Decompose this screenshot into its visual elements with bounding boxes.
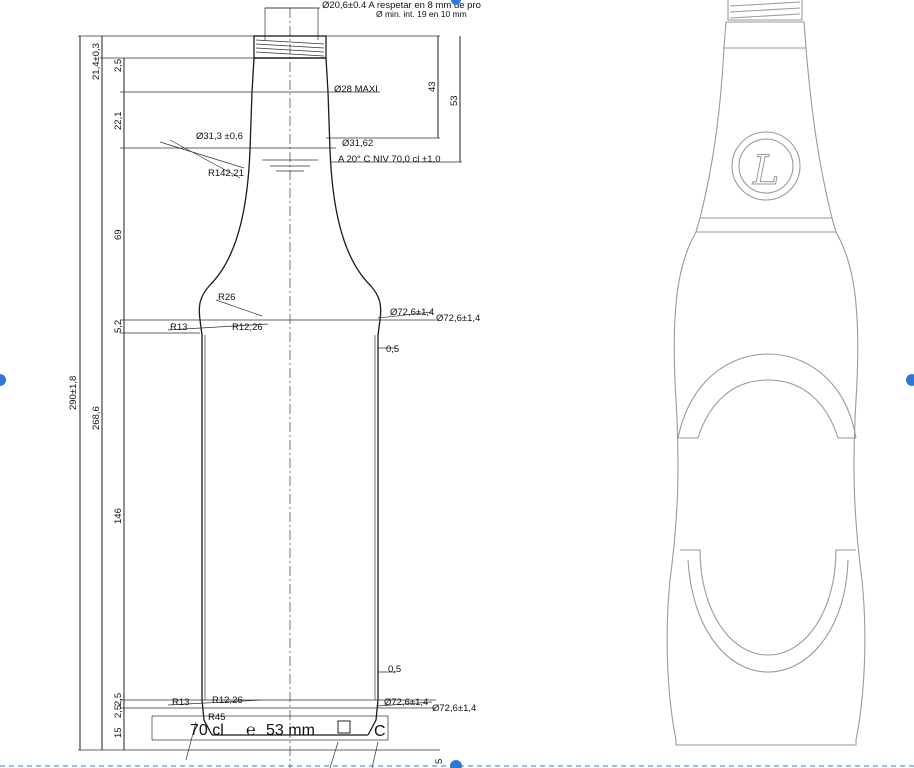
dim-finish-height: 21,4±0,3 bbox=[91, 43, 102, 80]
radius-26-label: R26 bbox=[218, 292, 235, 303]
render-silhouette bbox=[666, 47, 866, 746]
wall-thickness-top: 0,5 bbox=[386, 344, 399, 355]
base-mark-volume: 70 cl bbox=[190, 722, 224, 739]
resize-handle-right[interactable] bbox=[906, 374, 914, 386]
radius-13-top-label: R13 bbox=[170, 322, 187, 333]
dim-43: 43 bbox=[427, 81, 438, 92]
base-mark-square bbox=[337, 720, 351, 734]
dim-5-2: 5,2 bbox=[113, 320, 124, 333]
radius-1226-top-label: R12,26 bbox=[232, 322, 263, 333]
resize-handle-top[interactable] bbox=[451, 0, 461, 5]
shoulder-diameter-label: Ø31,3 ±0,6 bbox=[196, 131, 243, 142]
body-diameter-bottom-2: Ø72,6±1,4 bbox=[432, 703, 476, 714]
logo-outer-circle bbox=[731, 131, 801, 201]
top-max-diameter-label: Ø28 MAXI bbox=[334, 84, 378, 95]
base-mark-estimated-sign: ℮ bbox=[246, 722, 256, 739]
dim-69: 69 bbox=[113, 229, 124, 240]
bottle-left-contour bbox=[198, 57, 255, 736]
body-diameter-top-2: Ø72,6±1,4 bbox=[436, 313, 480, 324]
logo-inner-circle bbox=[738, 138, 794, 194]
vertical-dimension-lines bbox=[79, 36, 461, 750]
dim-body-height: 268,6 bbox=[91, 406, 102, 430]
radius-1226-bottom-label: R12,26 bbox=[212, 695, 243, 706]
base-marking-box bbox=[151, 715, 389, 741]
dim-53: 53 bbox=[449, 95, 460, 106]
bottle-render: L bbox=[666, 0, 866, 746]
dim-2-5-top: 2,5 bbox=[113, 59, 124, 72]
technical-drawing: Ø20,6±0.4 A respetar en 8 mm de pro Ø mi… bbox=[68, 0, 481, 768]
render-upper-panel bbox=[677, 353, 857, 439]
bottle-right-contour bbox=[325, 57, 382, 736]
resize-handle-bottom[interactable] bbox=[450, 760, 462, 768]
render-neck-ring bbox=[723, 21, 807, 49]
fill-level-label: A 20° C NIV 70,0 cl ±1,0 bbox=[338, 154, 440, 165]
dim-146: 146 bbox=[113, 508, 124, 524]
dim-5: 5 bbox=[434, 759, 445, 764]
radius-45-label: R45 bbox=[208, 712, 225, 723]
base-mark-c: C bbox=[374, 723, 386, 740]
dim-22-1: 22,1 bbox=[113, 112, 124, 131]
body-diameter-top-1: Ø72,6±1,4 bbox=[390, 307, 434, 318]
dim-2-5-bottom: 2,5 bbox=[113, 693, 124, 706]
wall-thickness-bottom: 0,5 bbox=[388, 664, 401, 675]
shoulder-diameter-2-label: Ø31,62 bbox=[342, 138, 373, 149]
logo-letter: L bbox=[752, 148, 780, 194]
resize-handle-left[interactable] bbox=[0, 374, 6, 386]
leader-lines bbox=[159, 139, 433, 768]
neck-dim-bracket bbox=[264, 7, 319, 40]
radius-142-label: R142,21 bbox=[208, 168, 244, 179]
neck-diameter-label: Ø20,6±0.4 A respetar en 8 mm de pro bbox=[322, 0, 481, 11]
radius-13-bottom-label: R13 bbox=[172, 697, 189, 708]
neck-min-int-label: Ø min. int. 19 en 10 mm bbox=[376, 9, 467, 19]
base-mark-size: 53 mm bbox=[266, 722, 315, 739]
render-lower-panel bbox=[680, 549, 856, 656]
dim-total-height: 290±1,8 bbox=[68, 376, 79, 410]
body-diameter-bottom-1: Ø72,6±1,4 bbox=[384, 697, 428, 708]
bottle-section-outline bbox=[198, 35, 382, 736]
extension-lines bbox=[78, 35, 462, 751]
dim-2-5-bottom-b: 2,5 bbox=[113, 705, 124, 718]
dim-15: 15 bbox=[113, 727, 124, 738]
render-cap bbox=[727, 0, 803, 21]
